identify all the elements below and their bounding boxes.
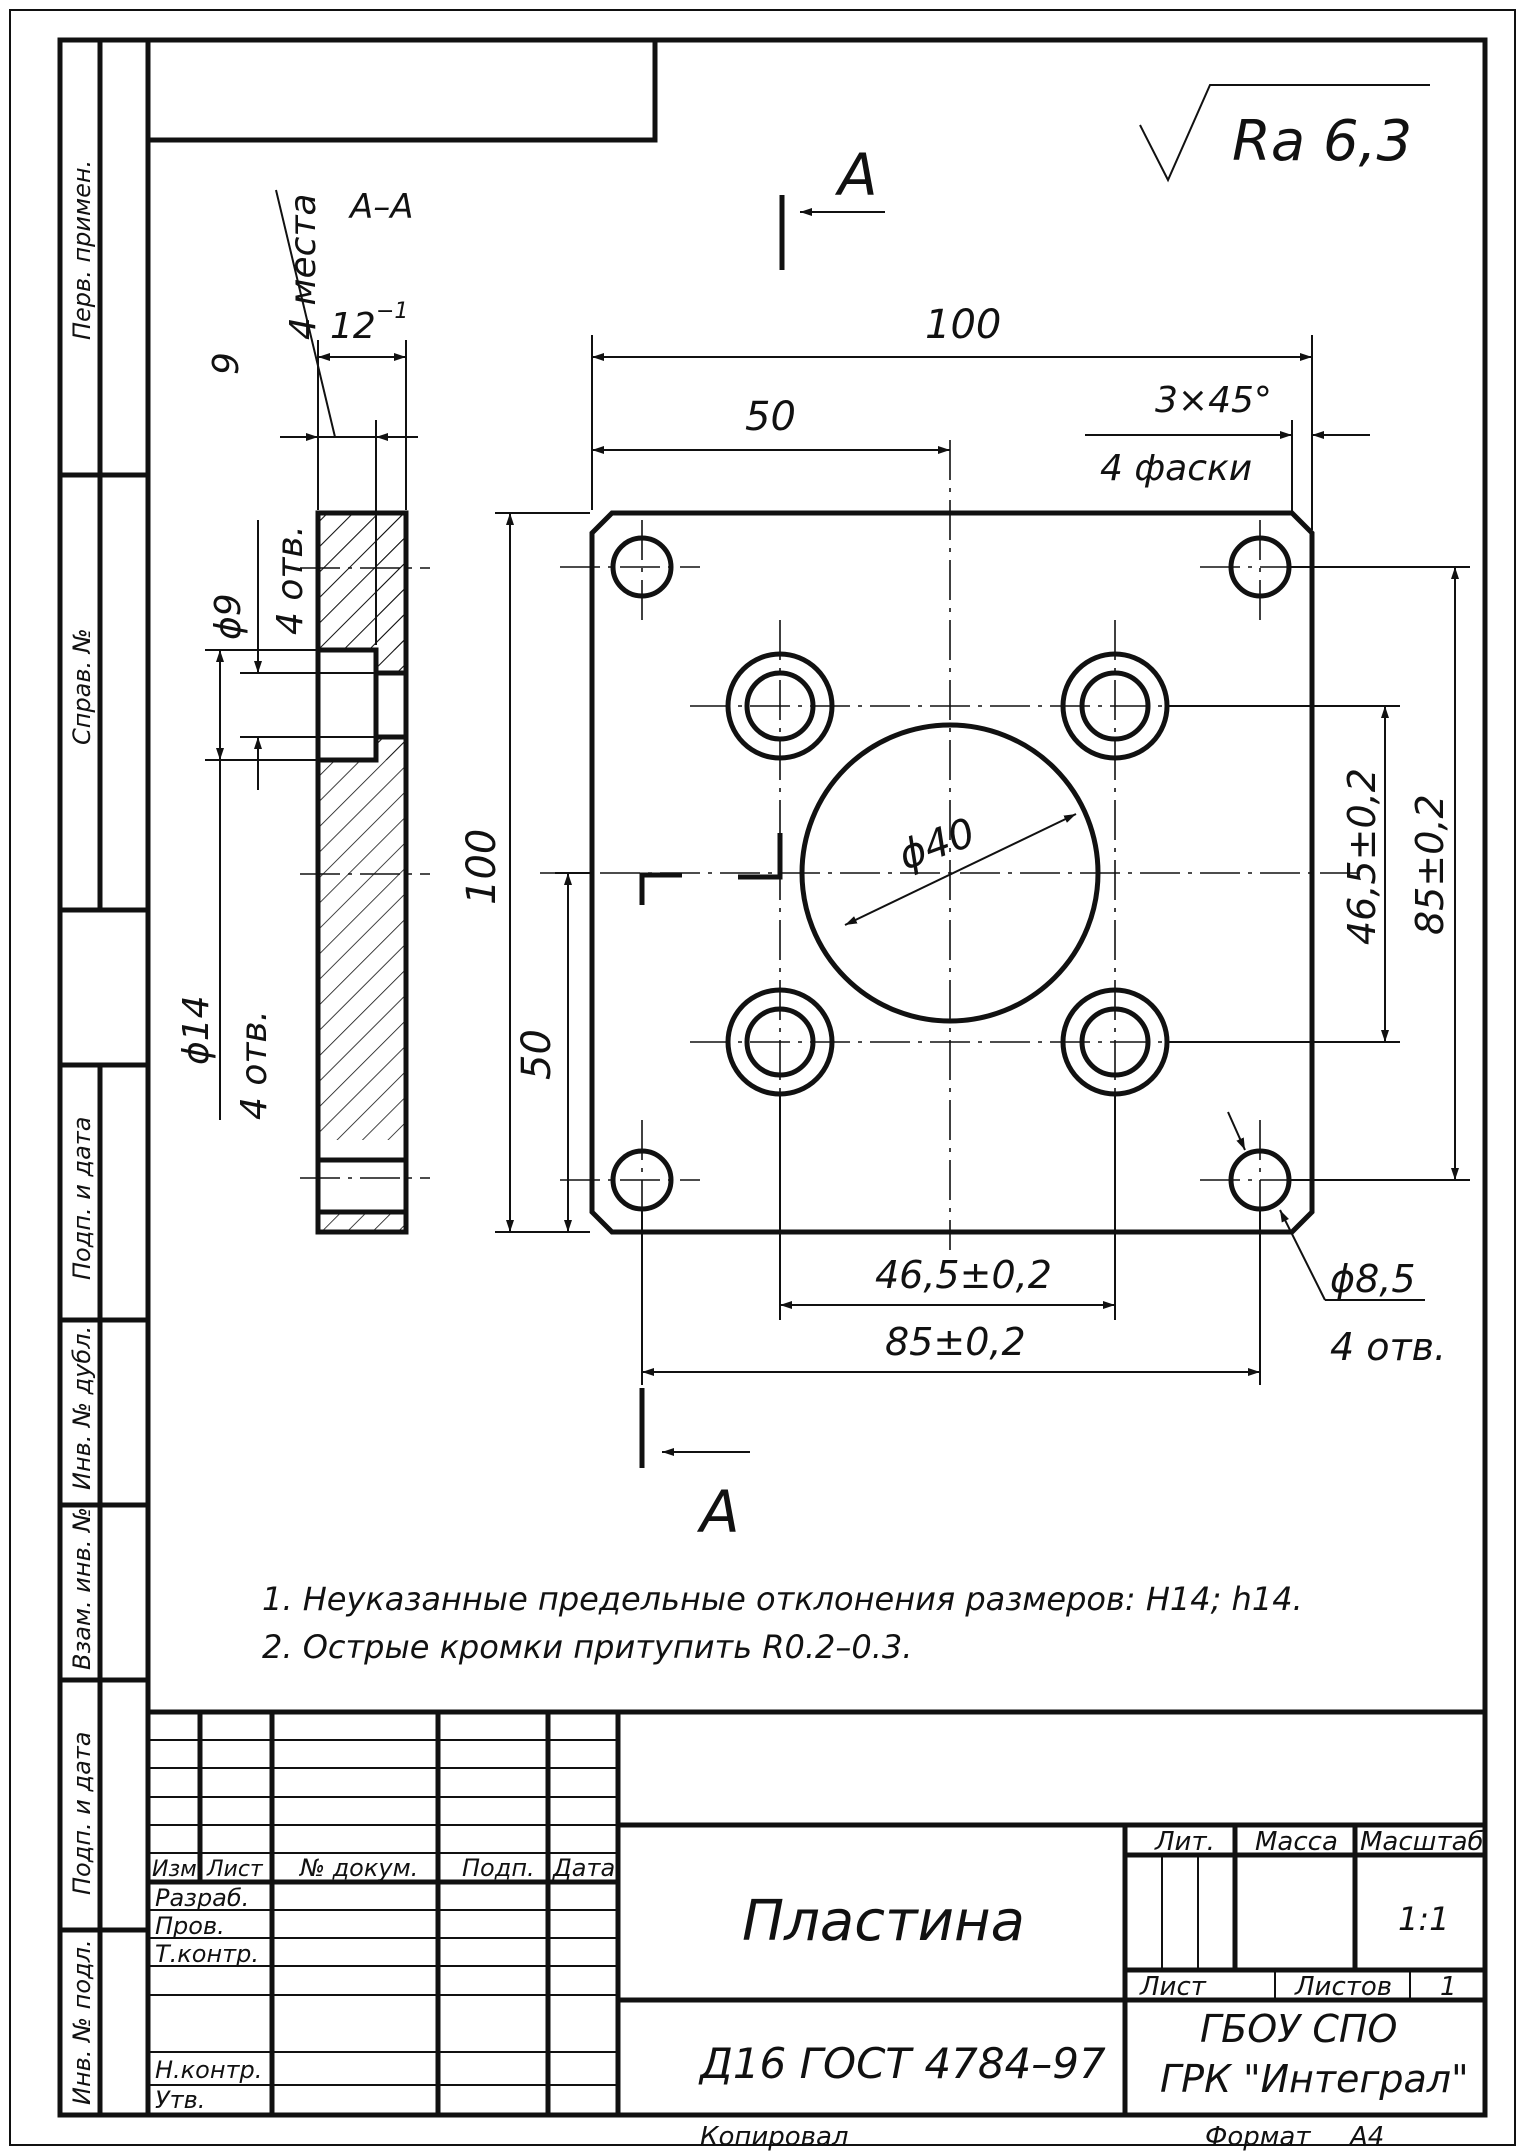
center-bore-dim: ϕ40 — [893, 810, 981, 880]
corner-hole-dim: ϕ8,5 — [1330, 1257, 1416, 1301]
row-razrab: Разраб. — [155, 1884, 249, 1912]
corner-hole-bl — [610, 1148, 674, 1212]
section-marker-bottom-label: А — [696, 1478, 740, 1546]
note-1: 1. Неуказанные предельные отклонения раз… — [262, 1580, 1303, 1618]
material: Д16 ГОСТ 4784–97 — [698, 2039, 1106, 2088]
footer-format-label: Формат — [1205, 2122, 1311, 2152]
side-label-perv: Перв. примен. — [68, 160, 96, 340]
side-label-sprav: Справ. № — [68, 628, 96, 745]
section-marker-bottom — [639, 1388, 750, 1468]
corner-hole-count: 4 отв. — [1330, 1325, 1446, 1369]
outer-spacing-v: 85±0,2 — [1408, 794, 1452, 935]
corner-hole-br — [1228, 1148, 1292, 1212]
half-width-dim: 50 — [745, 394, 796, 440]
side-strip: Перв. примен. Справ. № Подп. и дата Инв.… — [57, 40, 148, 2115]
side-label-podp2: Подп. и дата — [68, 1732, 96, 1896]
sheet-label: Лист — [1139, 1972, 1207, 2002]
hole-small-count: 4 отв. — [270, 525, 311, 635]
footer-format-value: А4 — [1348, 2122, 1384, 2152]
note-2: 2. Острые кромки притупить R0.2–0.3. — [262, 1628, 912, 1666]
side-label-vzam: Взам. инв. № — [68, 1507, 96, 1670]
section-label: А–А — [348, 187, 414, 227]
width-dim: 100 — [925, 302, 1001, 348]
thickness-dim: 12 — [330, 306, 376, 347]
center-bore — [799, 722, 1101, 1024]
part-name: Пластина — [742, 1889, 1025, 1954]
chamfer-dim: 3×45° — [1155, 380, 1272, 421]
footer-copied: Копировал — [700, 2122, 849, 2152]
recess-places: 4 места — [283, 194, 324, 340]
recess-depth-dim: 9 — [206, 352, 247, 375]
col-list: Лист — [206, 1857, 264, 1882]
inner-spacing-v: 46,5±0,2 — [1340, 768, 1384, 945]
plan-view: А А — [459, 141, 1470, 1546]
hole-big-dia: ϕ14 — [176, 995, 217, 1065]
mass-label: Масса — [1255, 1827, 1338, 1857]
surface-finish-value: Ra 6,3 — [1232, 109, 1412, 174]
hole-big-count: 4 отв. — [234, 1010, 275, 1120]
side-label-inv-dubl: Инв. № дубл. — [68, 1326, 96, 1490]
side-label-inv-podl: Инв. № подл. — [68, 1939, 96, 2105]
corner-hole-tl — [610, 535, 674, 599]
technical-notes: 1. Неуказанные предельные отклонения раз… — [262, 1580, 1303, 1666]
height-dim: 100 — [459, 829, 505, 905]
title-block: Изм. Лист № докум. Подп. Дата Разраб. Пр… — [145, 1709, 1485, 2115]
col-izm: Изм. — [152, 1857, 204, 1882]
sheet-frame — [9, 9, 1516, 2146]
sheets-value: 1 — [1440, 1972, 1457, 2002]
scale-value: 1:1 — [1398, 1900, 1450, 1938]
col-podp: Подп. — [462, 1854, 535, 1882]
row-utv: Утв. — [155, 2086, 205, 2114]
hole-small-dia: ϕ9 — [208, 593, 249, 640]
section-view: А–А — [176, 187, 430, 1235]
lit-label: Лит. — [1154, 1827, 1215, 1857]
row-prov: Пров. — [155, 1912, 225, 1940]
section-marker-top — [779, 195, 885, 270]
surface-finish-symbol: Ra 6,3 — [1139, 84, 1430, 183]
side-label-podp1: Подп. и дата — [68, 1117, 96, 1281]
half-height-dim: 50 — [514, 1029, 560, 1080]
inner-spacing-h: 46,5±0,2 — [875, 1253, 1052, 1297]
org-line-2: ГРК "Интеграл" — [1160, 2057, 1469, 2101]
row-tkontr: Т.контр. — [155, 1940, 259, 1968]
col-data: Дата — [552, 1854, 615, 1882]
outer-spacing-h: 85±0,2 — [885, 1320, 1026, 1364]
corner-hole-tr — [1228, 535, 1292, 599]
sheets-label: Листов — [1294, 1972, 1392, 2002]
col-doc: № докум. — [298, 1854, 418, 1882]
chamfer-count: 4 фаски — [1100, 448, 1252, 489]
scale-label: Масштаб — [1360, 1827, 1484, 1857]
thickness-tol: −1 — [376, 299, 408, 324]
row-nkontr: Н.контр. — [155, 2056, 262, 2084]
section-marker-top-label: А — [834, 141, 878, 209]
org-line-1: ГБОУ СПО — [1200, 2007, 1397, 2051]
